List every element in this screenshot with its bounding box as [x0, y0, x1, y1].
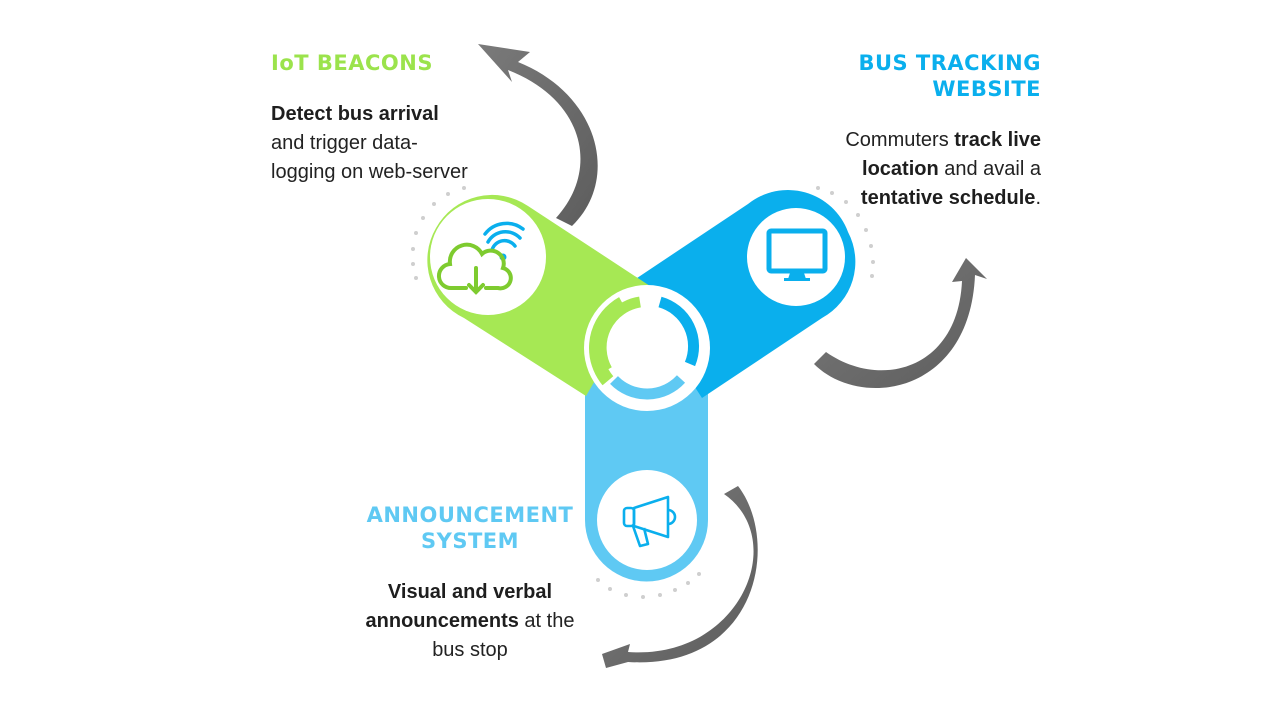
bus-desc-2: track live location — [862, 129, 1041, 180]
iot-desc-bold: Detect bus arrival — [271, 103, 439, 125]
iot-icon-circle — [430, 199, 546, 315]
iot-description: Detect bus arrival and trigger data-logg… — [271, 100, 471, 187]
ann-description: Visual and verbal announcements at the b… — [350, 578, 590, 665]
dotted-arc-iot — [411, 186, 466, 280]
ann-title-line2: SYSTEM — [420, 529, 520, 553]
dotted-arc-bus — [816, 186, 875, 278]
arrow-iot-to-top — [478, 44, 598, 226]
cloud-download-wifi-icon — [437, 221, 525, 295]
megaphone-icon — [622, 495, 677, 548]
bus-title-line1: BUS TRACKING — [858, 51, 1041, 75]
bus-title-line2: WEBSITE — [932, 77, 1041, 101]
monitor-icon — [766, 228, 828, 281]
ann-icon-circle — [597, 470, 697, 570]
arrow-bus-up — [814, 258, 987, 389]
iot-title: IoT BEACONS — [271, 51, 433, 75]
bus-desc-4: tentative schedule — [860, 187, 1036, 209]
dotted-arc-ann — [596, 572, 701, 599]
bus-desc-1: Commuters — [845, 129, 955, 151]
bus-desc-5: . — [1035, 187, 1041, 209]
bus-desc-3: and avail a — [938, 158, 1041, 180]
cycle-icon — [584, 285, 710, 411]
arrow-ann-left — [602, 486, 758, 668]
iot-desc-rest: and trigger data-logging on web-server — [271, 132, 468, 183]
ann-title-line1: ANNOUNCEMENT — [366, 503, 574, 527]
ann-desc-bold: Visual and verbal announcements — [365, 581, 553, 632]
ann-desc-rest: at the bus stop — [432, 610, 575, 661]
bus-description: Commuters track live location and avail … — [780, 126, 1041, 213]
